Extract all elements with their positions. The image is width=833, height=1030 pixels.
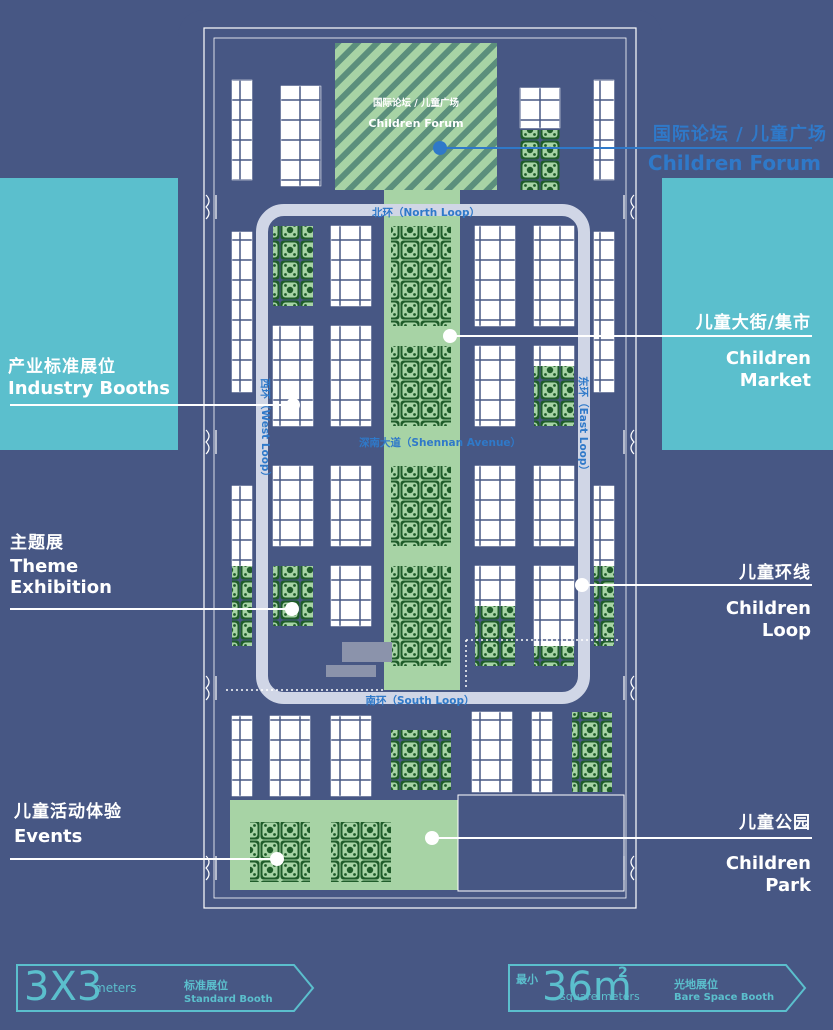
forum-dot — [433, 141, 447, 155]
industry-dot — [286, 398, 300, 412]
events-label-en: Events — [14, 826, 83, 847]
standard-booths — [231, 79, 615, 797]
bare-prefix: 最小 — [516, 973, 538, 986]
theme-dot — [285, 602, 299, 616]
loop-label-cn: 儿童环线 — [739, 563, 811, 583]
park-label-en1: Children — [725, 853, 811, 874]
bare-unit: square meters — [560, 990, 640, 1003]
forum-map-en: Children Forum — [368, 117, 463, 130]
park-label-en2: Park — [765, 875, 811, 896]
bare-en: Bare Space Booth — [674, 992, 775, 1003]
park-area — [457, 794, 625, 892]
market-label-en2: Market — [739, 370, 811, 391]
bare-space-legend: 最小 36m 2 square meters 光地展位 Bare Space B… — [508, 964, 808, 1012]
loop-label-en2: Loop — [761, 620, 811, 641]
bare-size: 36m — [542, 964, 632, 1010]
stairs — [326, 642, 392, 677]
accent-band-right — [662, 178, 833, 450]
events-dot — [270, 852, 284, 866]
park-label-cn: 儿童公园 — [739, 813, 811, 833]
standard-unit: meters — [94, 981, 137, 995]
theme-label-en1: Theme — [10, 556, 79, 577]
industry-label-cn: 产业标准展位 — [8, 357, 116, 377]
west-loop-label: 西环（West Loop） — [259, 378, 272, 482]
forum-map-cn: 国际论坛 / 儿童广场 — [373, 97, 460, 109]
park-dot — [425, 831, 439, 845]
bare-sup: 2 — [618, 965, 628, 981]
theme-label-cn: 主题展 — [10, 533, 64, 553]
events-label-cn: 儿童活动体验 — [14, 802, 122, 822]
market-label-cn: 儿童大街/集市 — [695, 313, 811, 333]
forum-label-en: Children Forum — [647, 151, 821, 175]
industry-label-en: Industry Booths — [8, 378, 170, 399]
standard-cn: 标准展位 — [184, 979, 228, 992]
forum-label-cn: 国际论坛 / 儿童广场 — [652, 124, 827, 145]
bare-space-booths — [232, 130, 614, 882]
market-dot — [443, 329, 457, 343]
loop-dot — [575, 578, 589, 592]
forum-area — [335, 43, 497, 190]
market-label-en1: Children — [725, 348, 811, 369]
theme-label-en2: Exhibition — [10, 577, 112, 598]
east-loop-label: 东环（East Loop） — [577, 376, 590, 476]
south-loop-label: 南环（South Loop） — [365, 694, 474, 707]
children-loop — [256, 204, 590, 704]
standard-size: 3X3 — [24, 964, 103, 1010]
standard-booth-legend: 3X3 meters 标准展位 Standard Booth — [16, 964, 316, 1012]
standard-en: Standard Booth — [184, 994, 273, 1005]
bare-cn: 光地展位 — [674, 978, 718, 991]
north-loop-label: 北环（North Loop） — [372, 206, 480, 219]
loop-label-en1: Children — [725, 598, 811, 619]
avenue-label: 深南大道（Shennan Avenue） — [359, 436, 521, 449]
